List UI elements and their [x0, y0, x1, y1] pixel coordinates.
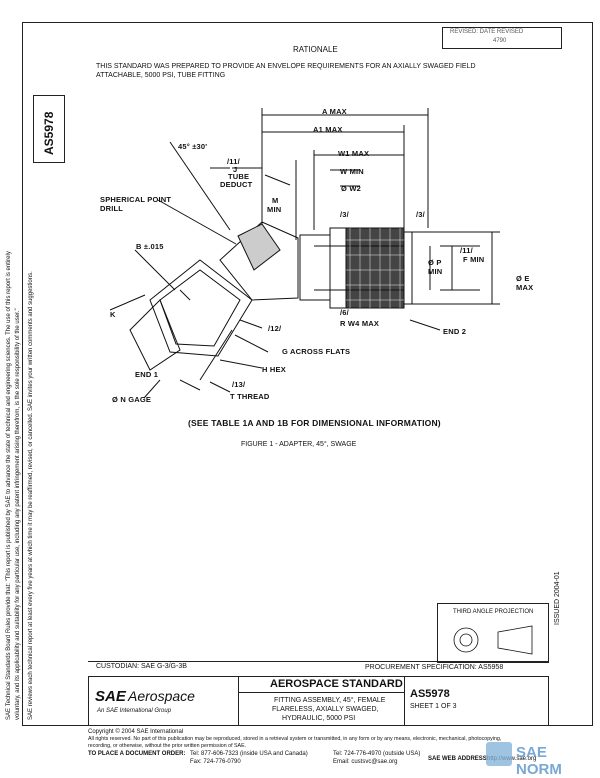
- label-h-hex: H HEX: [262, 365, 286, 374]
- label-note-11b: /11/: [460, 246, 473, 255]
- custodian-label: CUSTODIAN: SAE G-3/G-3B: [96, 663, 187, 670]
- title-block-hline: [238, 692, 404, 693]
- label-note-3b: /3/: [416, 210, 425, 219]
- label-w1-max: W1 MAX: [338, 149, 370, 158]
- doc-number-box: [33, 95, 65, 163]
- web-label: SAE WEB ADDRESS:: [428, 756, 489, 762]
- label-end1: END 1: [135, 370, 159, 379]
- title-line2: FLARELESS, AXIALLY SWAGED,: [272, 706, 379, 713]
- label-end2: END 2: [443, 327, 467, 336]
- third-angle-label: THIRD ANGLE PROJECTION: [453, 609, 534, 615]
- custodian-top-line: [88, 661, 548, 662]
- label-spherical: SPHERICAL POINT: [100, 195, 172, 204]
- label-m: M: [272, 196, 279, 205]
- revision-line1: REVISED: DATE REVISED: [450, 29, 524, 35]
- title-line1: FITTING ASSEMBLY, 45°, FEMALE: [274, 697, 386, 704]
- label-note-13: /13/: [232, 380, 246, 389]
- label-note-12: /12/: [268, 324, 282, 333]
- fax: Fax: 724-776-0790: [190, 759, 241, 765]
- label-a-max: A MAX: [322, 107, 347, 116]
- label-e-max: MAX: [516, 283, 534, 292]
- label-n-gage: Ø N GAGE: [112, 395, 152, 404]
- rights-line2: recording, or otherwise, without the pri…: [88, 743, 247, 749]
- title-line3: HYDRAULIC, 5000 PSI: [282, 715, 356, 722]
- label-tube: TUBE: [228, 172, 250, 181]
- label-rw4: R W4 MAX: [340, 319, 380, 328]
- watermark-badge: SAE NORM: [484, 740, 596, 778]
- standard-heading: AEROSPACE STANDARD: [270, 678, 403, 690]
- watermark-icon: [486, 742, 512, 766]
- label-a1-max: A1 MAX: [313, 125, 343, 134]
- logo-sae: SAE: [95, 688, 126, 705]
- label-angle: 45° ±30': [178, 142, 208, 151]
- sheet-number: SHEET 1 OF 3: [410, 703, 457, 710]
- label-k: K: [110, 310, 116, 319]
- label-b-dim: B ±.015: [136, 242, 164, 251]
- rationale-line2: ATTACHABLE, 5000 PSI, TUBE FITTING: [96, 72, 226, 79]
- title-doc-number: AS5978: [410, 688, 450, 700]
- label-note-6: /6/: [340, 308, 349, 317]
- label-deduct: DEDUCT: [220, 180, 253, 189]
- title-block-div2: [404, 676, 405, 726]
- label-w-min: W MIN: [340, 167, 364, 176]
- see-table-note: (SEE TABLE 1A AND 1B FOR DIMENSIONAL INF…: [188, 418, 441, 428]
- copyright: Copyright © 2004 SAE International: [88, 729, 184, 735]
- figure-caption: FIGURE 1 - ADAPTER, 45°, SWAGE: [241, 441, 357, 448]
- rationale-line1: THIS STANDARD WAS PREPARED TO PROVIDE AN…: [96, 63, 476, 70]
- title-block: [88, 676, 549, 726]
- label-note-3a: /3/: [340, 210, 349, 219]
- label-g-flats: G ACROSS FLATS: [282, 347, 351, 356]
- label-p: Ø P: [428, 258, 442, 267]
- label-drill: DRILL: [100, 204, 124, 213]
- tel-inside: Tel: 877-606-7323 (inside USA and Canada…: [190, 751, 308, 757]
- revision-box: [442, 27, 562, 49]
- label-p-min: MIN: [428, 267, 443, 276]
- title-block-div1: [238, 676, 239, 726]
- order-label: TO PLACE A DOCUMENT ORDER:: [88, 751, 186, 757]
- tel-outside: Tel: 724-776-4970 (outside USA): [333, 751, 421, 757]
- third-angle-box: [437, 603, 549, 663]
- watermark-text: SAE NORM: [516, 744, 562, 778]
- projection-symbol: [453, 625, 533, 655]
- procurement-label: PROCUREMENT SPECIFICATION: AS5958: [365, 664, 504, 671]
- label-w2: Ø W2: [341, 184, 361, 193]
- label-note-11: /11/: [227, 157, 240, 166]
- logo-aerospace: Aerospace: [128, 688, 195, 704]
- label-t-thread: T THREAD: [230, 392, 270, 401]
- label-j: J: [233, 165, 238, 174]
- rights-line1: All rights reserved. No part of this pub…: [88, 736, 502, 742]
- label-e: Ø E: [516, 274, 530, 283]
- email: Email: custsvc@sae.org: [333, 759, 398, 765]
- label-f-min: F MIN: [463, 255, 485, 264]
- revision-line2: 4790: [493, 38, 507, 44]
- rationale-heading: RATIONALE: [293, 45, 338, 54]
- label-m-min: MIN: [267, 205, 282, 214]
- logo-subtitle: An SAE International Group: [97, 708, 172, 714]
